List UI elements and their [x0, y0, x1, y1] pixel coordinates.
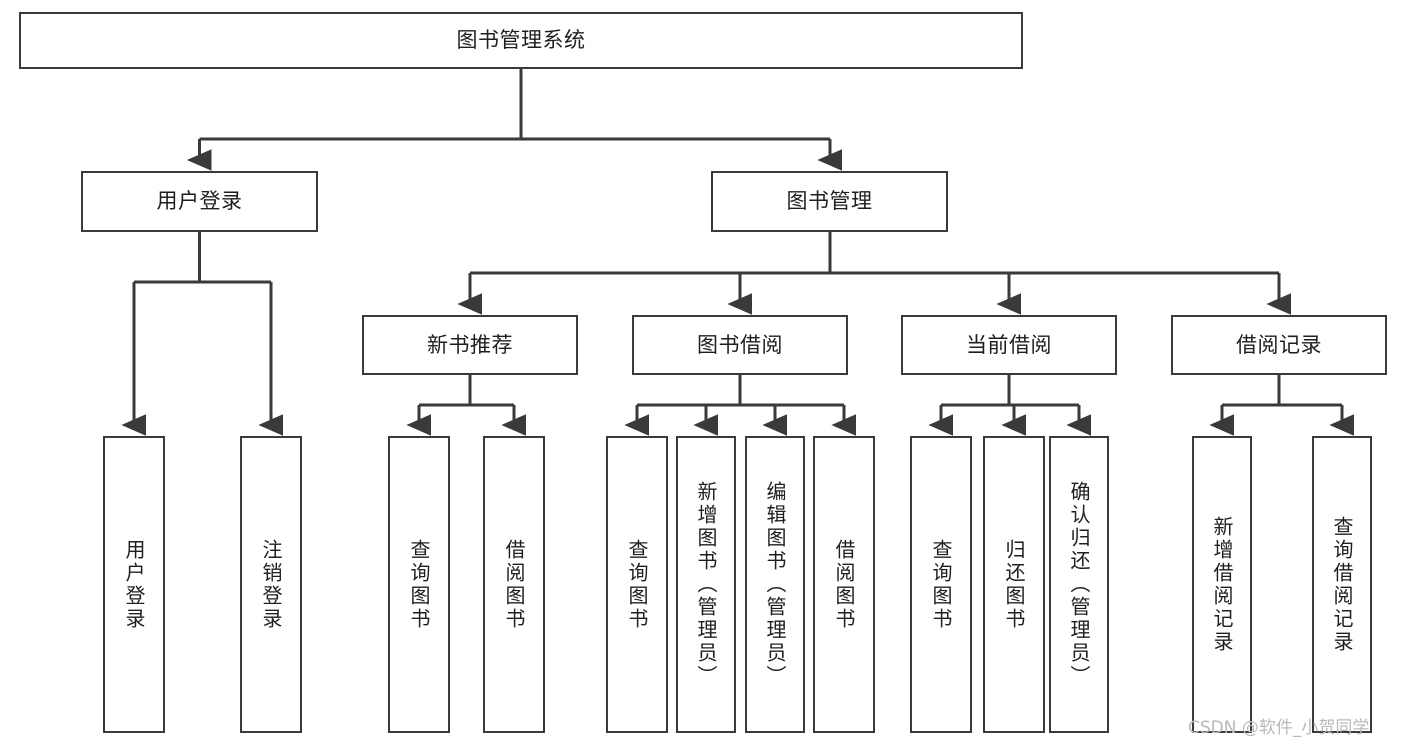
node-leaf-return-book-label: 归还图书: [1002, 538, 1026, 631]
node-leaf-user-login[interactable]: 用户登录: [103, 436, 165, 733]
node-leaf-user-login-label: 用户登录: [122, 538, 146, 631]
node-leaf-confirm-return[interactable]: 确认归还（管理员）: [1049, 436, 1109, 733]
node-leaf-query-book-cur[interactable]: 查询图书: [910, 436, 972, 733]
node-leaf-borrow-book[interactable]: 借阅图书: [813, 436, 875, 733]
node-book-manage-label: 图书管理: [786, 189, 873, 214]
node-leaf-confirm-return-label: 确认归还（管理员）: [1067, 481, 1091, 688]
node-current-borrow-label: 当前借阅: [966, 332, 1052, 357]
node-root-label: 图书管理系统: [456, 28, 586, 53]
node-leaf-query-record-label: 查询借阅记录: [1330, 515, 1354, 654]
node-user-login-label: 用户登录: [156, 189, 243, 214]
node-borrow-record-label: 借阅记录: [1236, 332, 1322, 357]
node-root[interactable]: 图书管理系统: [19, 12, 1023, 69]
node-leaf-query-book-borrow[interactable]: 查询图书: [606, 436, 668, 733]
node-book-manage[interactable]: 图书管理: [711, 171, 948, 232]
node-user-login[interactable]: 用户登录: [81, 171, 318, 232]
node-leaf-edit-book[interactable]: 编辑图书（管理员）: [745, 436, 805, 733]
node-book-borrow[interactable]: 图书借阅: [632, 315, 848, 375]
node-leaf-logout-label: 注销登录: [259, 538, 283, 631]
node-leaf-query-book-rec-label: 查询图书: [407, 538, 431, 631]
node-leaf-add-book-label: 新增图书（管理员）: [694, 481, 718, 688]
node-leaf-query-record[interactable]: 查询借阅记录: [1312, 436, 1372, 733]
node-leaf-add-record-label: 新增借阅记录: [1210, 515, 1234, 654]
node-leaf-edit-book-label: 编辑图书（管理员）: [763, 481, 787, 688]
node-leaf-logout[interactable]: 注销登录: [240, 436, 302, 733]
node-leaf-borrow-book-rec-label: 借阅图书: [502, 538, 526, 631]
node-leaf-borrow-book-rec[interactable]: 借阅图书: [483, 436, 545, 733]
node-leaf-add-record[interactable]: 新增借阅记录: [1192, 436, 1252, 733]
node-leaf-add-book[interactable]: 新增图书（管理员）: [676, 436, 736, 733]
node-new-book-rec[interactable]: 新书推荐: [362, 315, 578, 375]
node-borrow-record[interactable]: 借阅记录: [1171, 315, 1387, 375]
node-leaf-query-book-borrow-label: 查询图书: [625, 538, 649, 631]
node-leaf-query-book-cur-label: 查询图书: [929, 538, 953, 631]
node-book-borrow-label: 图书借阅: [697, 332, 783, 357]
node-leaf-borrow-book-label: 借阅图书: [832, 538, 856, 631]
node-leaf-return-book[interactable]: 归还图书: [983, 436, 1045, 733]
node-current-borrow[interactable]: 当前借阅: [901, 315, 1117, 375]
node-leaf-query-book-rec[interactable]: 查询图书: [388, 436, 450, 733]
csdn-watermark: CSDN @软件_小贺同学: [1188, 718, 1370, 738]
node-new-book-rec-label: 新书推荐: [427, 332, 513, 357]
